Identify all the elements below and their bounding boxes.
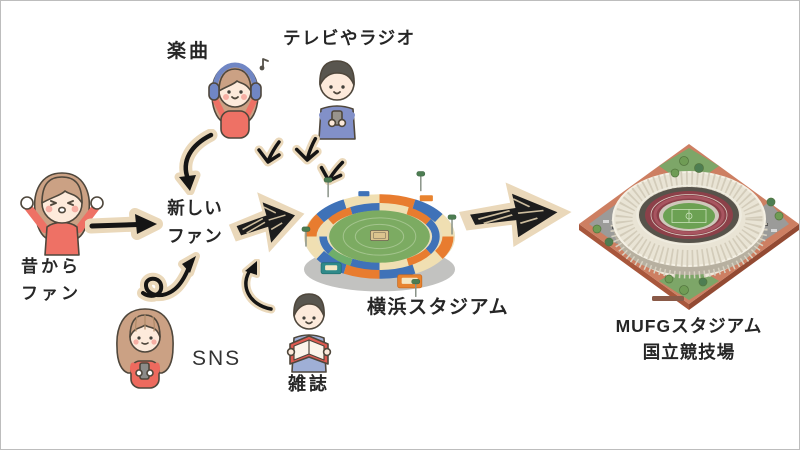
stadium-stage bbox=[370, 230, 389, 241]
national-stadium-label-line2: 国立競技場 bbox=[642, 342, 736, 362]
girl-with-phone-illustration bbox=[106, 301, 184, 389]
loop-arrow-icon bbox=[135, 249, 201, 303]
new-fan-label-line1: 新しい bbox=[167, 198, 223, 218]
music-label: 楽曲 bbox=[167, 41, 212, 62]
curved-down-arrow-icon bbox=[171, 129, 219, 195]
magazine-label: 雑誌 bbox=[288, 374, 330, 394]
old-fan-label-line1: 昔から bbox=[21, 257, 81, 276]
new-fan-label: 新しい ファン bbox=[157, 194, 233, 250]
girl-with-phone-icon bbox=[116, 308, 174, 389]
big-sketch-arrow-icon bbox=[224, 178, 310, 269]
yokohama-stadium-label: 横浜スタジアム bbox=[367, 297, 510, 318]
inner-stands-ring bbox=[319, 203, 440, 270]
old-fan-label-line2: ファン bbox=[21, 284, 81, 303]
national-stadium-illustration bbox=[577, 131, 799, 311]
boy-with-book-illustration bbox=[280, 288, 338, 374]
stadium-entrance bbox=[652, 296, 684, 301]
chevron-arrow-icon bbox=[290, 133, 324, 169]
big-sketch-arrow-icon bbox=[454, 170, 576, 264]
sns-label: SNS bbox=[192, 347, 242, 370]
yokohama-stadium-illustration bbox=[298, 166, 461, 305]
national-stadium-icon bbox=[579, 144, 799, 310]
light-poles bbox=[301, 171, 457, 297]
new-fan-label-line2: ファン bbox=[167, 226, 223, 246]
national-stadium-label-line1: MUFGスタジアム bbox=[615, 316, 763, 336]
outer-stands-ring bbox=[305, 194, 454, 279]
boy-with-book-icon bbox=[286, 293, 332, 373]
boy-with-radio-illustration bbox=[306, 53, 368, 141]
cheering-girl-illustration bbox=[18, 161, 106, 257]
cheering-girl-icon bbox=[20, 172, 104, 256]
old-fan-label: 昔から ファン bbox=[7, 253, 95, 307]
boy-with-radio-icon bbox=[318, 60, 356, 140]
tv-radio-label: テレビやラジオ bbox=[283, 28, 416, 48]
headphone-girl-illustration bbox=[199, 55, 271, 139]
yokohama-stadium-icon bbox=[301, 171, 457, 297]
straight-arrow-icon bbox=[85, 204, 165, 244]
trees bbox=[592, 156, 784, 295]
headphone-girl-icon bbox=[208, 58, 269, 139]
chevron-arrow-icon bbox=[254, 137, 284, 169]
national-stadium-label: MUFGスタジアム 国立競技場 bbox=[577, 313, 799, 365]
hook-arrow-icon bbox=[235, 259, 283, 315]
